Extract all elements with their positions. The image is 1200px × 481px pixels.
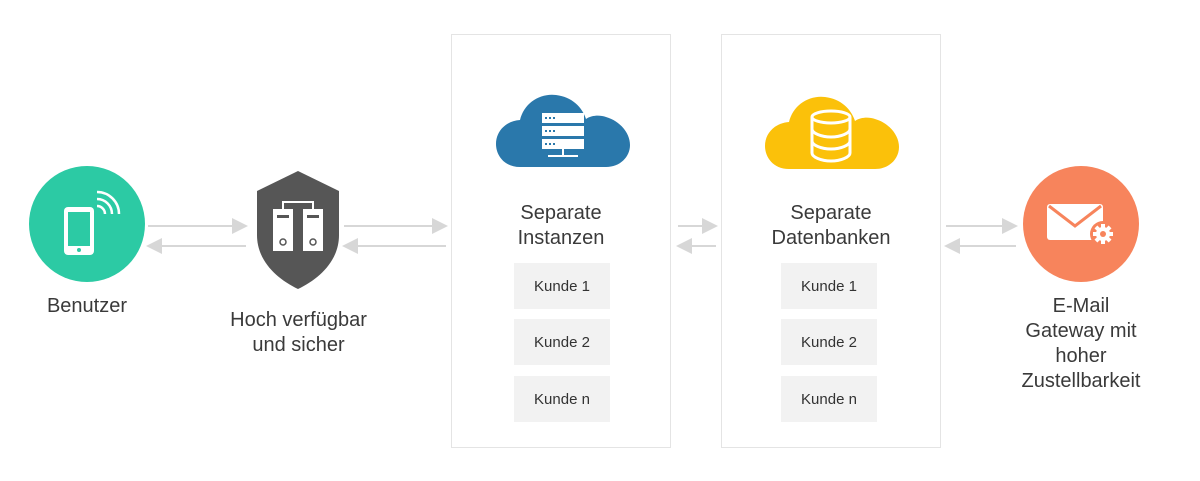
instances-title-line1: Separate	[520, 202, 602, 224]
cloud-database-icon	[765, 96, 899, 169]
gateway-circle	[1023, 166, 1139, 282]
databases-customer-n: Kunde n	[781, 376, 877, 422]
gateway-label-line1: E-Mail	[1052, 295, 1110, 317]
instances-customer-1: Kunde 1	[514, 263, 610, 309]
user-label: Benutzer	[46, 295, 128, 317]
databases-customer-1: Kunde 1	[781, 263, 877, 309]
shield-server-icon	[257, 171, 339, 289]
instances-title-line2: Instanzen	[517, 227, 605, 249]
databases-title-line1: Separate	[790, 202, 872, 224]
instances-customer-n: Kunde n	[514, 376, 610, 422]
instances-panel: Separate Instanzen Kunde 1 Kunde 2 Kunde…	[451, 34, 671, 448]
mail-gear-icon	[1047, 204, 1116, 247]
gateway-label-line2: Gateway mit	[1025, 320, 1137, 342]
security-label-line1: Hoch verfügbar	[230, 309, 367, 331]
instances-customer-2: Kunde 2	[514, 319, 610, 365]
gateway-label: E-Mail Gateway mit hoher Zustellbarkeit	[1001, 294, 1161, 394]
databases-title: Separate Datenbanken	[722, 201, 940, 251]
databases-title-line2: Datenbanken	[771, 227, 891, 249]
gateway-label-line4: Zustellbarkeit	[1021, 370, 1141, 392]
security-label: Hoch verfügbar und sicher	[196, 308, 401, 358]
instances-title: Separate Instanzen	[452, 201, 670, 251]
user-circle	[29, 166, 145, 282]
cloud-server-icon	[496, 94, 630, 167]
databases-panel: Separate Datenbanken Kunde 1 Kunde 2 Kun…	[721, 34, 941, 448]
smartphone-icon	[64, 190, 121, 255]
databases-customer-2: Kunde 2	[781, 319, 877, 365]
gateway-label-line3: hoher	[1055, 345, 1107, 367]
security-label-line2: und sicher	[252, 334, 345, 356]
